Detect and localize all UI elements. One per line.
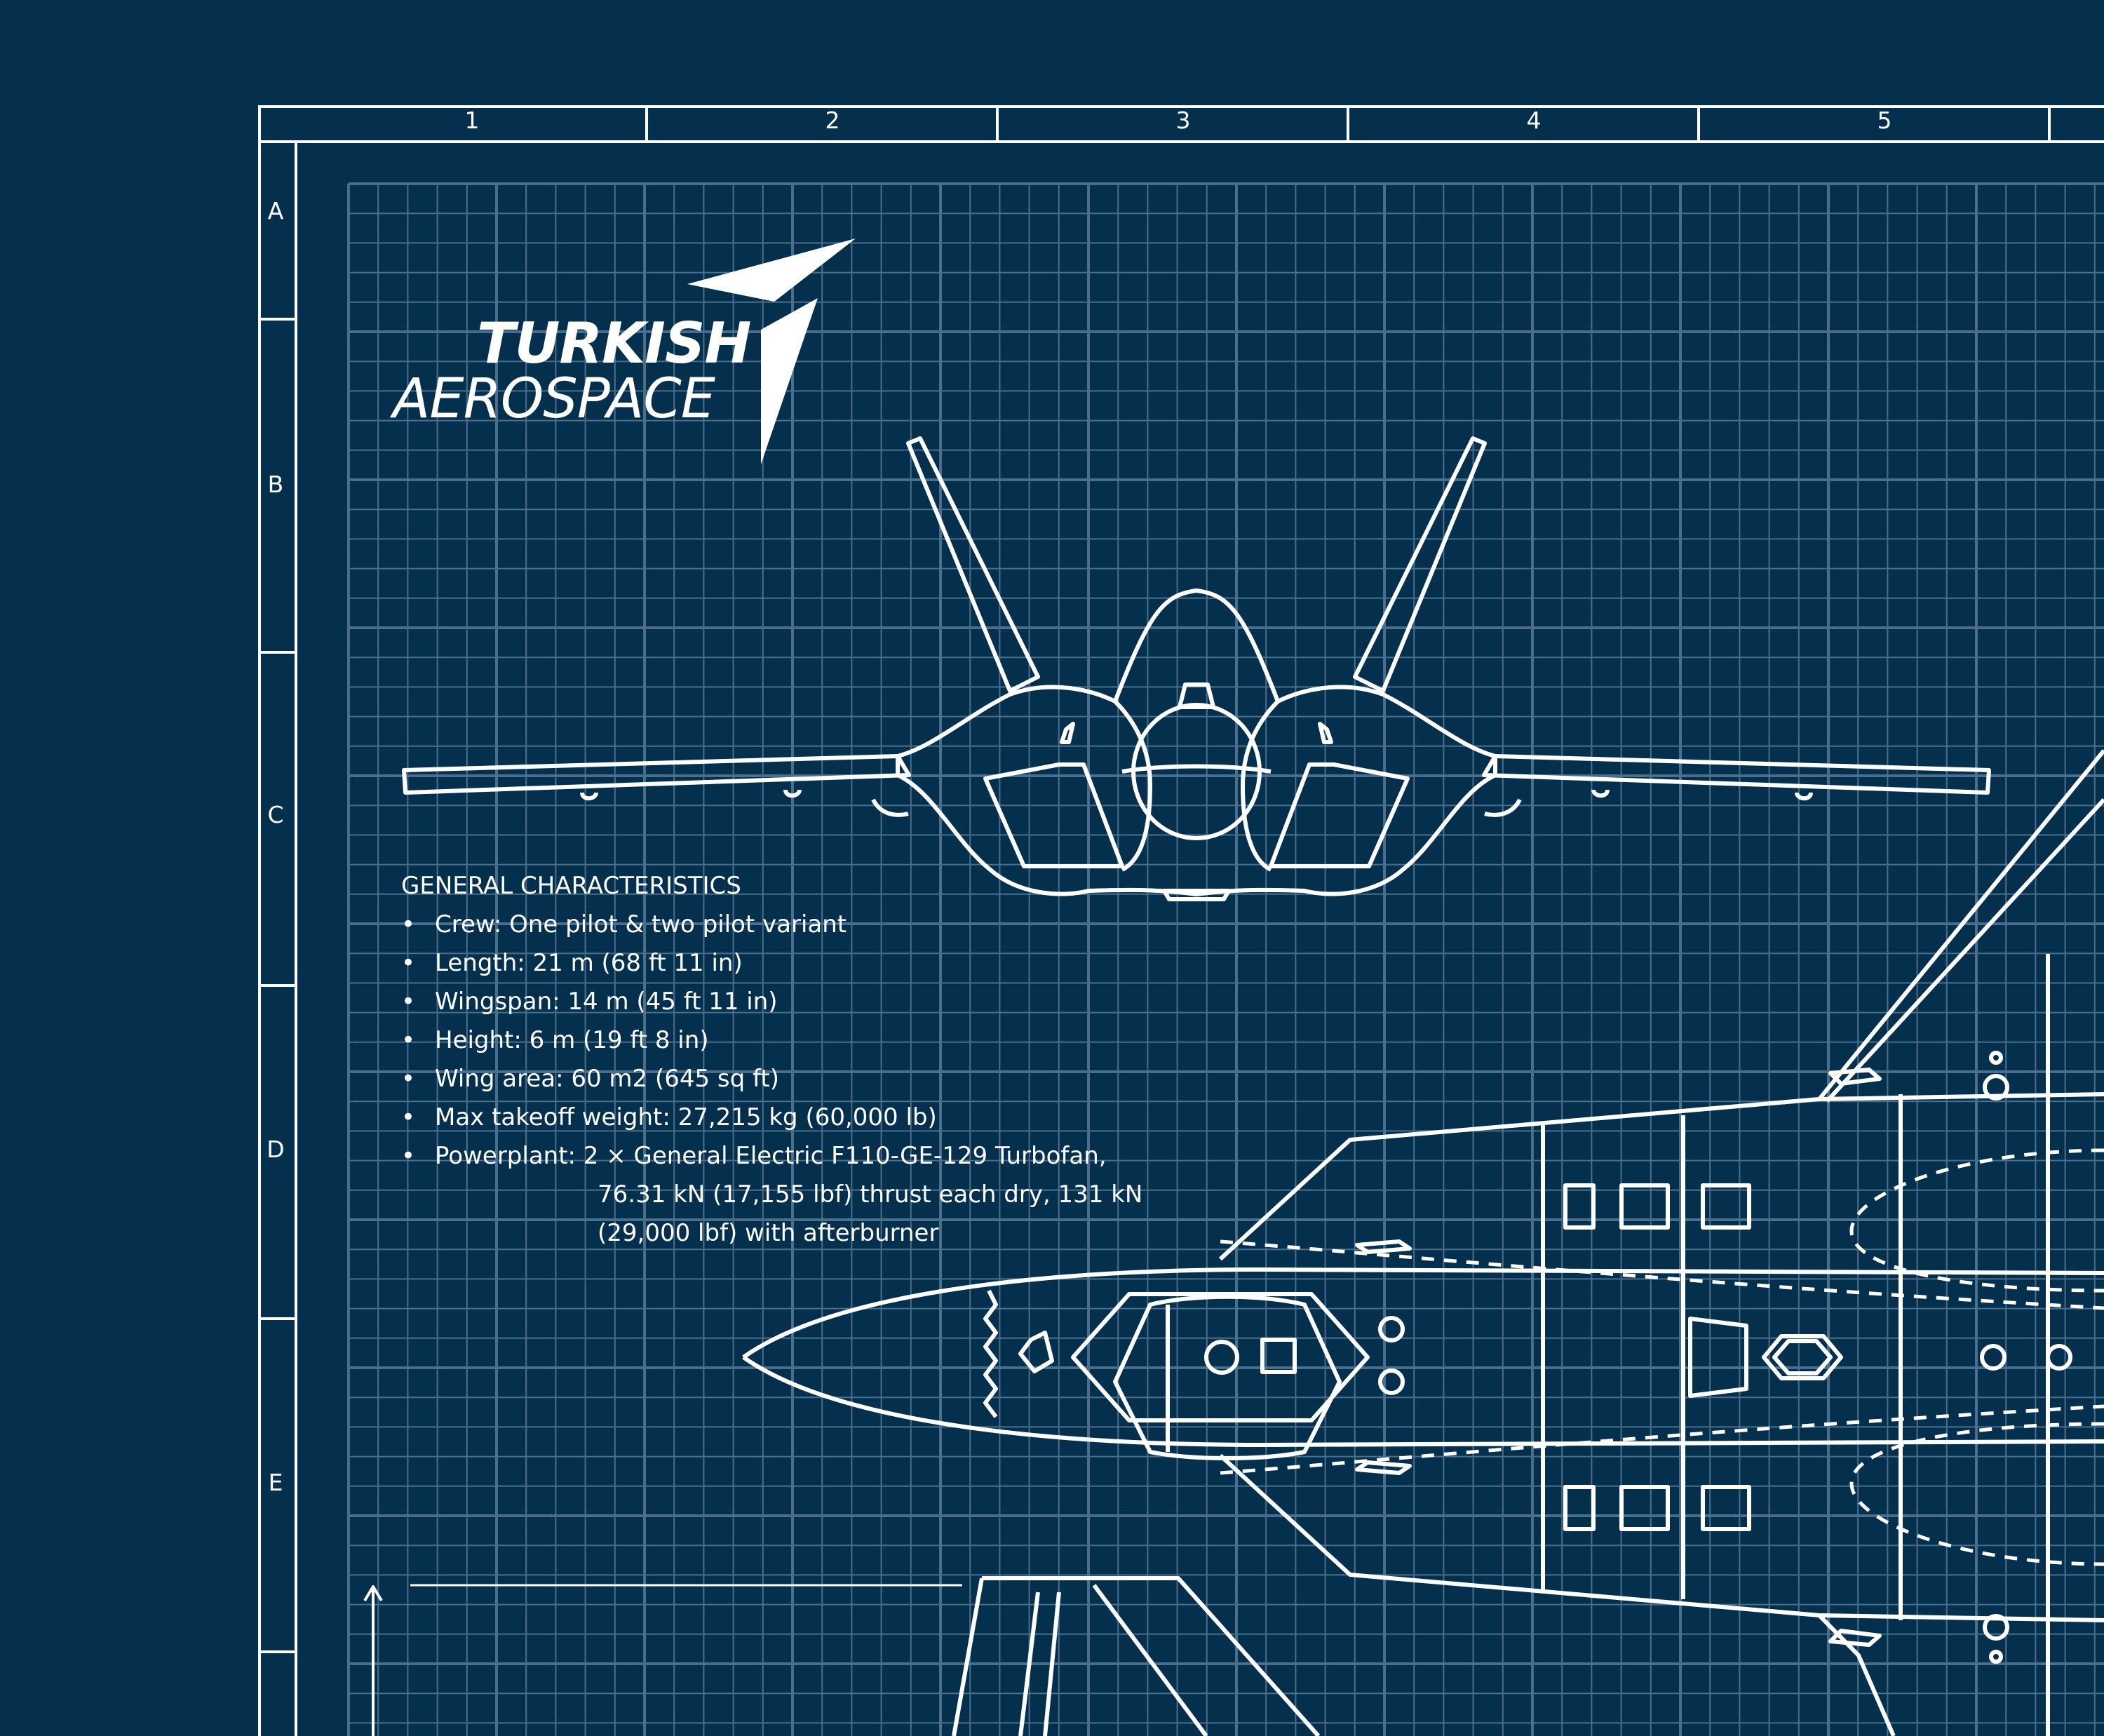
spec-item-length: Length: 21 m (68 ft 11 in) [401, 944, 1142, 983]
column-label-3: 3 [1175, 107, 1191, 134]
logo-wordmark: TURKISH AEROSPACE [393, 311, 751, 431]
logo-icon [687, 238, 856, 464]
spec-item-wingspan: Wingspan: 14 m (45 ft 11 in) [401, 983, 1142, 1021]
column-label-4: 4 [1526, 107, 1542, 134]
spec-item-wing-area: Wing area: 60 m2 (645 sq ft) [401, 1060, 1142, 1098]
specs-heading: GENERAL CHARACTERISTICS [401, 872, 741, 900]
drawing-frame [258, 105, 2104, 1736]
front-view-drawing [402, 436, 1991, 901]
specs-list: Crew: One pilot & two pilot variant Leng… [401, 906, 1142, 1176]
logo-line-2: AEROSPACE [393, 368, 715, 431]
row-label-a: A [267, 197, 284, 224]
top-view-dashed-lines [1220, 1148, 2104, 1566]
row-label-b: B [267, 471, 284, 498]
logo-line-1: TURKISH [477, 311, 751, 376]
row-label-c: C [267, 801, 284, 828]
row-label-e: E [268, 1469, 283, 1496]
spec-powerplant-line-2: 76.31 kN (17,155 lbf) thrust each dry, 1… [598, 1180, 1143, 1209]
spec-item-powerplant: Powerplant: 2 × General Electric F110-GE… [401, 1137, 1142, 1176]
column-label-2: 2 [825, 107, 840, 134]
spec-item-height: Height: 6 m (19 ft 8 in) [401, 1021, 1142, 1060]
frame-ticks [259, 107, 2051, 1653]
row-label-d: D [267, 1136, 285, 1163]
general-characteristics: GENERAL CHARACTERISTICS Crew: One pilot … [401, 867, 1142, 1253]
top-view-drawing [363, 749, 2104, 1736]
spec-item-max-takeoff-weight: Max takeoff weight: 27,215 kg (60,000 lb… [401, 1098, 1142, 1137]
spec-powerplant-line-3: (29,000 lbf) with afterburner [598, 1219, 939, 1247]
spec-item-crew: Crew: One pilot & two pilot variant [401, 906, 1142, 944]
column-label-5: 5 [1877, 107, 1892, 134]
column-label-1: 1 [464, 107, 480, 134]
